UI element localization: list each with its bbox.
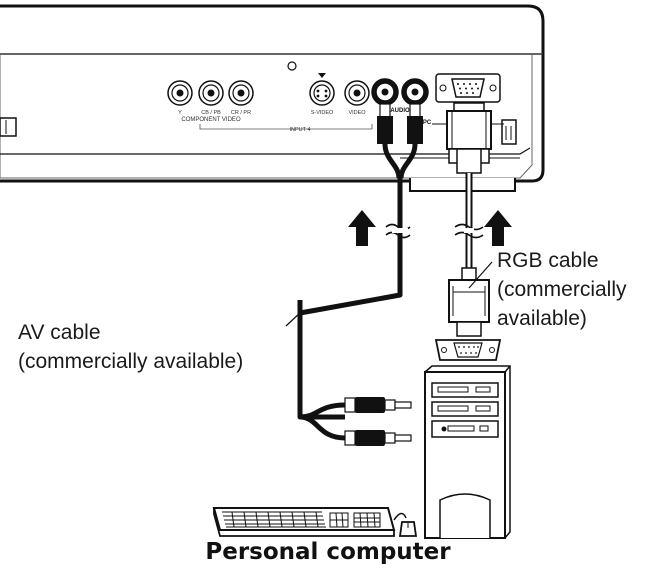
component-video-label: COMPONENT VIDEO	[181, 117, 241, 123]
av-cable-plugs-pc	[344, 397, 412, 446]
mouse	[398, 521, 418, 537]
av-cable-label: AV cable (commercially available)	[18, 318, 243, 376]
rgb-cable-label: RGB cable (commercially available)	[497, 246, 627, 333]
audio-jack-left[interactable]	[371, 78, 399, 106]
video-label: VIDEO	[348, 110, 366, 116]
component-jack-cb[interactable]	[198, 80, 224, 106]
input-4-label: INPUT 4	[290, 127, 311, 133]
av-label-pointer	[285, 310, 303, 327]
rgb-port[interactable]	[435, 73, 501, 103]
av-cable	[297, 143, 418, 441]
audio-label: AUDIO	[390, 108, 410, 114]
component-jack-cr[interactable]	[228, 80, 254, 106]
keyboard	[212, 507, 396, 537]
video-jack[interactable]	[344, 80, 370, 106]
up-arrow-av	[348, 210, 376, 246]
audio-jack-right[interactable]	[401, 78, 429, 106]
pc-rgb-port[interactable]	[434, 339, 502, 361]
component-y-label: Y	[178, 110, 182, 116]
personal-computer-caption: Personal computer	[205, 539, 451, 565]
component-cb-label: CB / PB	[201, 110, 221, 116]
av-cable-label-line2: (commercially available)	[18, 350, 244, 373]
av-cable-plugs-top	[377, 103, 423, 144]
pc-label: PC	[423, 120, 432, 126]
svideo-jack[interactable]	[309, 73, 335, 106]
mouse-cord	[393, 512, 407, 521]
rgb-label-pointer	[468, 261, 493, 289]
rgb-cable-label-line3: available)	[497, 307, 587, 330]
rgb-cable-label-line1: RGB cable	[497, 249, 599, 272]
av-cable-label-line1: AV cable	[18, 321, 101, 344]
component-jack-y[interactable]	[167, 80, 193, 106]
rgb-cable-plug-bottom	[448, 267, 490, 337]
up-arrow-rgb	[484, 210, 512, 246]
component-cr-label: CR / PR	[231, 110, 251, 116]
svideo-label: S-VIDEO	[311, 110, 334, 116]
pc-tower	[424, 365, 511, 539]
rgb-cable-label-line2: (commercially	[497, 278, 627, 301]
